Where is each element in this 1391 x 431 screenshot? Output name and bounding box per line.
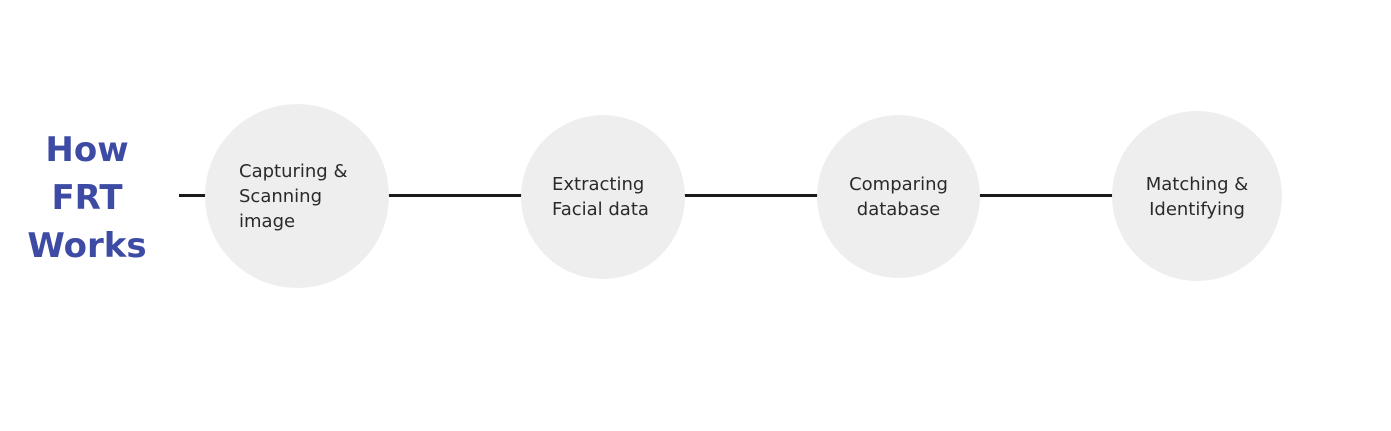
step-label-line: image [239,211,296,232]
step-label-line: database [856,199,941,220]
step-label: Capturing & Scanning image [239,159,347,234]
step-extracting-facial-data: Extracting Facial data [521,115,685,279]
title-line: FRT [51,178,123,218]
step-label: Extracting Facial data [552,172,649,222]
step-label-line: Identifying [1149,199,1245,220]
step-label-line: Extracting [552,174,645,195]
diagram-title: How FRT Works [20,126,154,270]
step-matching-identifying: Matching & Identifying [1112,111,1282,281]
step-label-line: Facial data [552,199,649,220]
step-capturing-scanning: Capturing & Scanning image [205,104,389,288]
step-label-line: Matching & [1145,174,1249,195]
step-label-line: Capturing & [239,161,348,182]
step-label-line: Comparing [849,174,948,195]
step-comparing-database: Comparing database [817,115,980,278]
title-line: How [45,130,129,170]
step-label: Matching & Identifying [1112,172,1282,222]
step-label-line: Scanning [239,186,323,207]
step-label: Comparing database [817,172,980,222]
title-line: Works [27,226,147,266]
